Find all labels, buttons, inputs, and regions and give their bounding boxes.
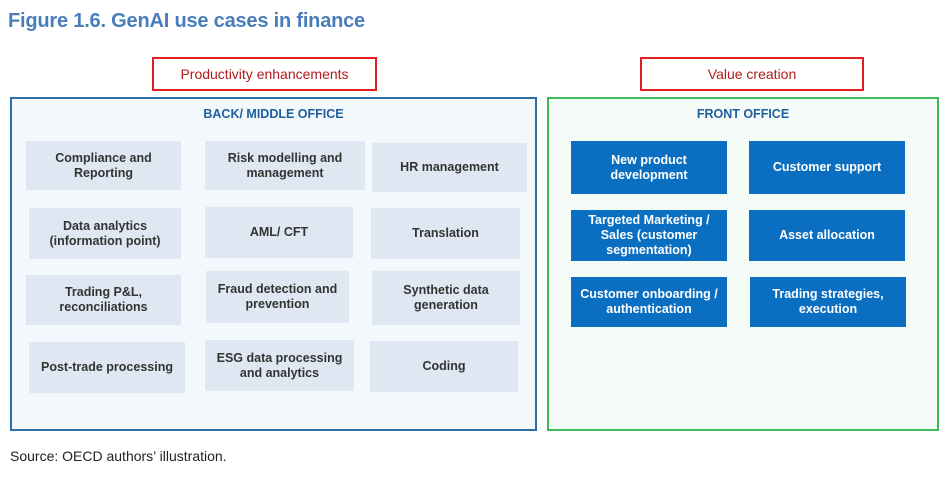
use-case-coding: Coding xyxy=(370,341,518,392)
use-case-new-product: New product development xyxy=(571,141,727,194)
use-case-compliance-reporting: Compliance and Reporting xyxy=(26,141,181,190)
use-case-customer-onboarding: Customer onboarding / authentication xyxy=(571,277,727,327)
use-case-synthetic-data: Synthetic data generation xyxy=(372,271,520,325)
use-case-trading-strategies: Trading strategies, execution xyxy=(750,277,906,327)
use-case-hr-management: HR management xyxy=(372,143,527,192)
source-note: Source: OECD authors’ illustration. xyxy=(10,448,227,464)
use-case-trading-pnl: Trading P&L, reconciliations xyxy=(26,275,181,325)
back-office-heading: BACK/ MIDDLE OFFICE xyxy=(203,107,344,121)
front-office-heading: FRONT OFFICE xyxy=(696,107,790,121)
use-case-customer-support: Customer support xyxy=(749,141,905,194)
use-case-fraud-detection: Fraud detection and prevention xyxy=(206,271,349,323)
use-case-post-trade: Post-trade processing xyxy=(29,342,185,393)
use-case-risk-modelling: Risk modelling and management xyxy=(205,141,365,190)
value-creation-label: Value creation xyxy=(640,57,864,91)
use-case-targeted-marketing: Targeted Marketing / Sales (customer seg… xyxy=(571,210,727,261)
use-case-esg-data: ESG data processing and analytics xyxy=(205,340,354,391)
use-case-asset-allocation: Asset allocation xyxy=(749,210,905,261)
use-case-translation: Translation xyxy=(371,208,520,259)
use-case-data-analytics: Data analytics (information point) xyxy=(29,208,181,259)
figure-title: Figure 1.6. GenAI use cases in finance xyxy=(8,10,365,32)
productivity-label: Productivity enhancements xyxy=(152,57,377,91)
use-case-aml-cft: AML/ CFT xyxy=(205,207,353,258)
